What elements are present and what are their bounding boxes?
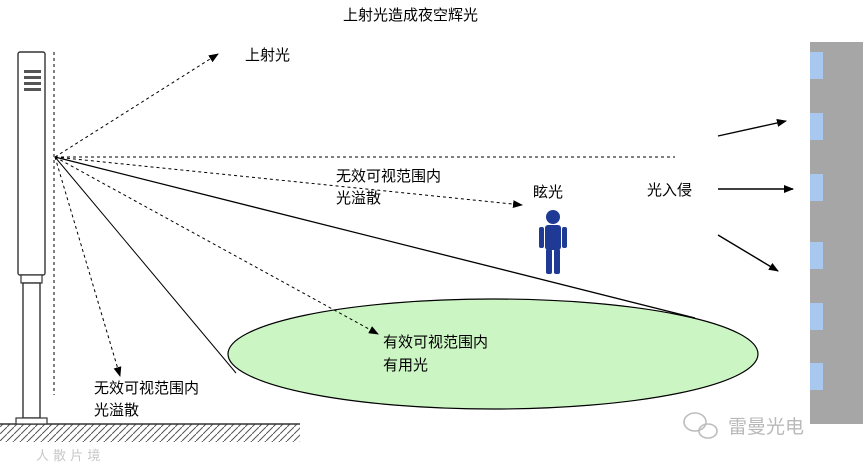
lamp-pole xyxy=(15,51,55,425)
light-rays xyxy=(54,53,696,377)
uplight-label: 上射光 xyxy=(245,46,291,64)
light-trespass-label: 光入侵 xyxy=(647,181,693,199)
useful-label-line1: 有效可视范围内 xyxy=(383,333,489,351)
useful-ray xyxy=(54,156,379,335)
building xyxy=(810,42,863,424)
useful-label-line2: 有用光 xyxy=(383,356,429,374)
spill-upper-label-line1: 无效可视范围内 xyxy=(336,167,442,185)
spill-lower-label-line1: 无效可视范围内 xyxy=(94,379,200,397)
spill-ray-upper xyxy=(54,156,523,209)
ground xyxy=(0,423,300,442)
spill-upper-label-line2: 光溢散 xyxy=(336,189,382,207)
solid-ray-near xyxy=(54,156,237,374)
glare-label: 眩光 xyxy=(533,183,564,201)
spill-lower-label-line2: 光溢散 xyxy=(94,401,140,419)
source-watermark: 人 散 片 境 xyxy=(36,449,101,464)
uplight-ray xyxy=(54,53,219,158)
trespass-arrows xyxy=(717,119,794,272)
wechat-icon xyxy=(683,412,718,439)
diagram-title: 上射光造成夜空辉光 xyxy=(343,6,479,24)
person-icon xyxy=(539,210,567,274)
lit-area xyxy=(227,298,759,410)
solid-ray-far xyxy=(54,156,696,319)
spill-ray-lower xyxy=(54,156,122,377)
brand-watermark: 雷曼光电 xyxy=(728,416,805,438)
